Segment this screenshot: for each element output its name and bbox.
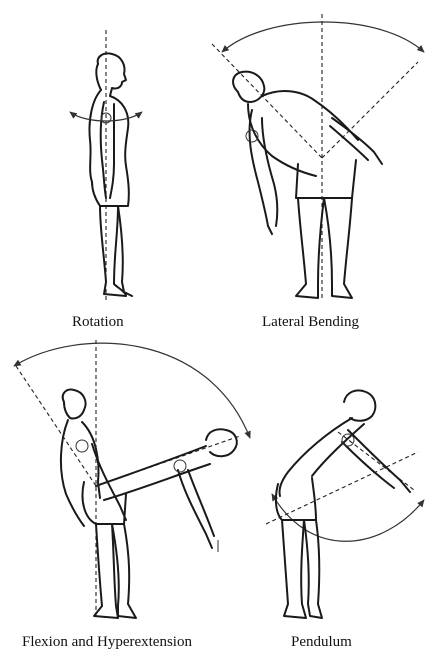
lateral-bending-left-axis [212, 44, 322, 158]
flexion-diagonal-axis [16, 366, 96, 486]
lateral-bending-figure [212, 14, 424, 300]
pendulum-shoulder-marker [342, 434, 354, 446]
flexion-shoulder-marker [76, 440, 88, 452]
rotation-caption: Rotation [72, 314, 124, 331]
flexion-figure [14, 340, 250, 620]
flexion-arc [14, 343, 250, 438]
pendulum-caption: Pendulum [291, 634, 352, 651]
lateral-bending-caption: Lateral Bending [262, 314, 359, 331]
pendulum-second-axis [266, 452, 418, 524]
pendulum-figure [266, 390, 424, 618]
flexion-hyperextension-caption: Flexion and Hyperextension [22, 634, 192, 651]
lateral-bending-right-axis [322, 62, 418, 158]
lateral-bending-arc [222, 22, 424, 52]
flexion-bent-shoulder-marker [174, 460, 186, 472]
pendulum-arc [272, 494, 424, 541]
pendulum-arm-axis [338, 432, 414, 490]
rotation-figure [70, 30, 142, 300]
